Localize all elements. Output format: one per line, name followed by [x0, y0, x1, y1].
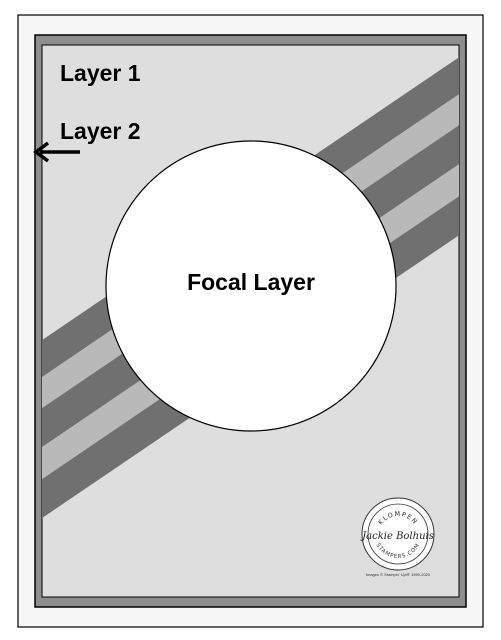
focal-layer-label: Focal Layer: [187, 269, 315, 295]
focal-layer-circle: [105, 140, 397, 432]
klompen-stampers-logo: KLOMPEN Jackie Bolhuis STAMPERS.COM: [360, 497, 435, 571]
layer-2-label: Layer 2: [60, 118, 141, 144]
copyright-notice: Images © Stampin' Up!® 1990-2020: [365, 572, 431, 577]
logo-script-text: Jackie Bolhuis: [360, 531, 434, 542]
left-arrow-icon: [33, 141, 80, 163]
layer-1-label: Layer 1: [60, 60, 141, 86]
